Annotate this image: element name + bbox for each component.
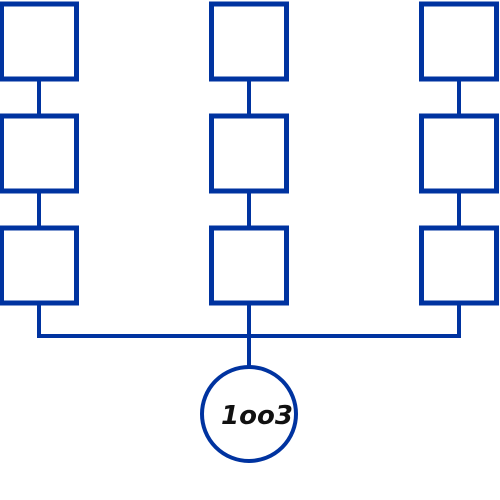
channel-block — [0, 1, 79, 82]
channel-block — [419, 1, 499, 82]
voter-label: 1oo3 — [221, 401, 293, 431]
channel-block — [0, 113, 79, 194]
channel-block — [419, 225, 499, 306]
channel-blocks — [0, 1, 499, 306]
voter-node: 1oo3 — [200, 365, 298, 463]
channel-block — [209, 113, 289, 194]
channel-block — [0, 225, 79, 306]
voter-circle — [200, 365, 298, 463]
channel-block — [419, 113, 499, 194]
channel-block — [209, 1, 289, 82]
channel-block — [209, 225, 289, 306]
